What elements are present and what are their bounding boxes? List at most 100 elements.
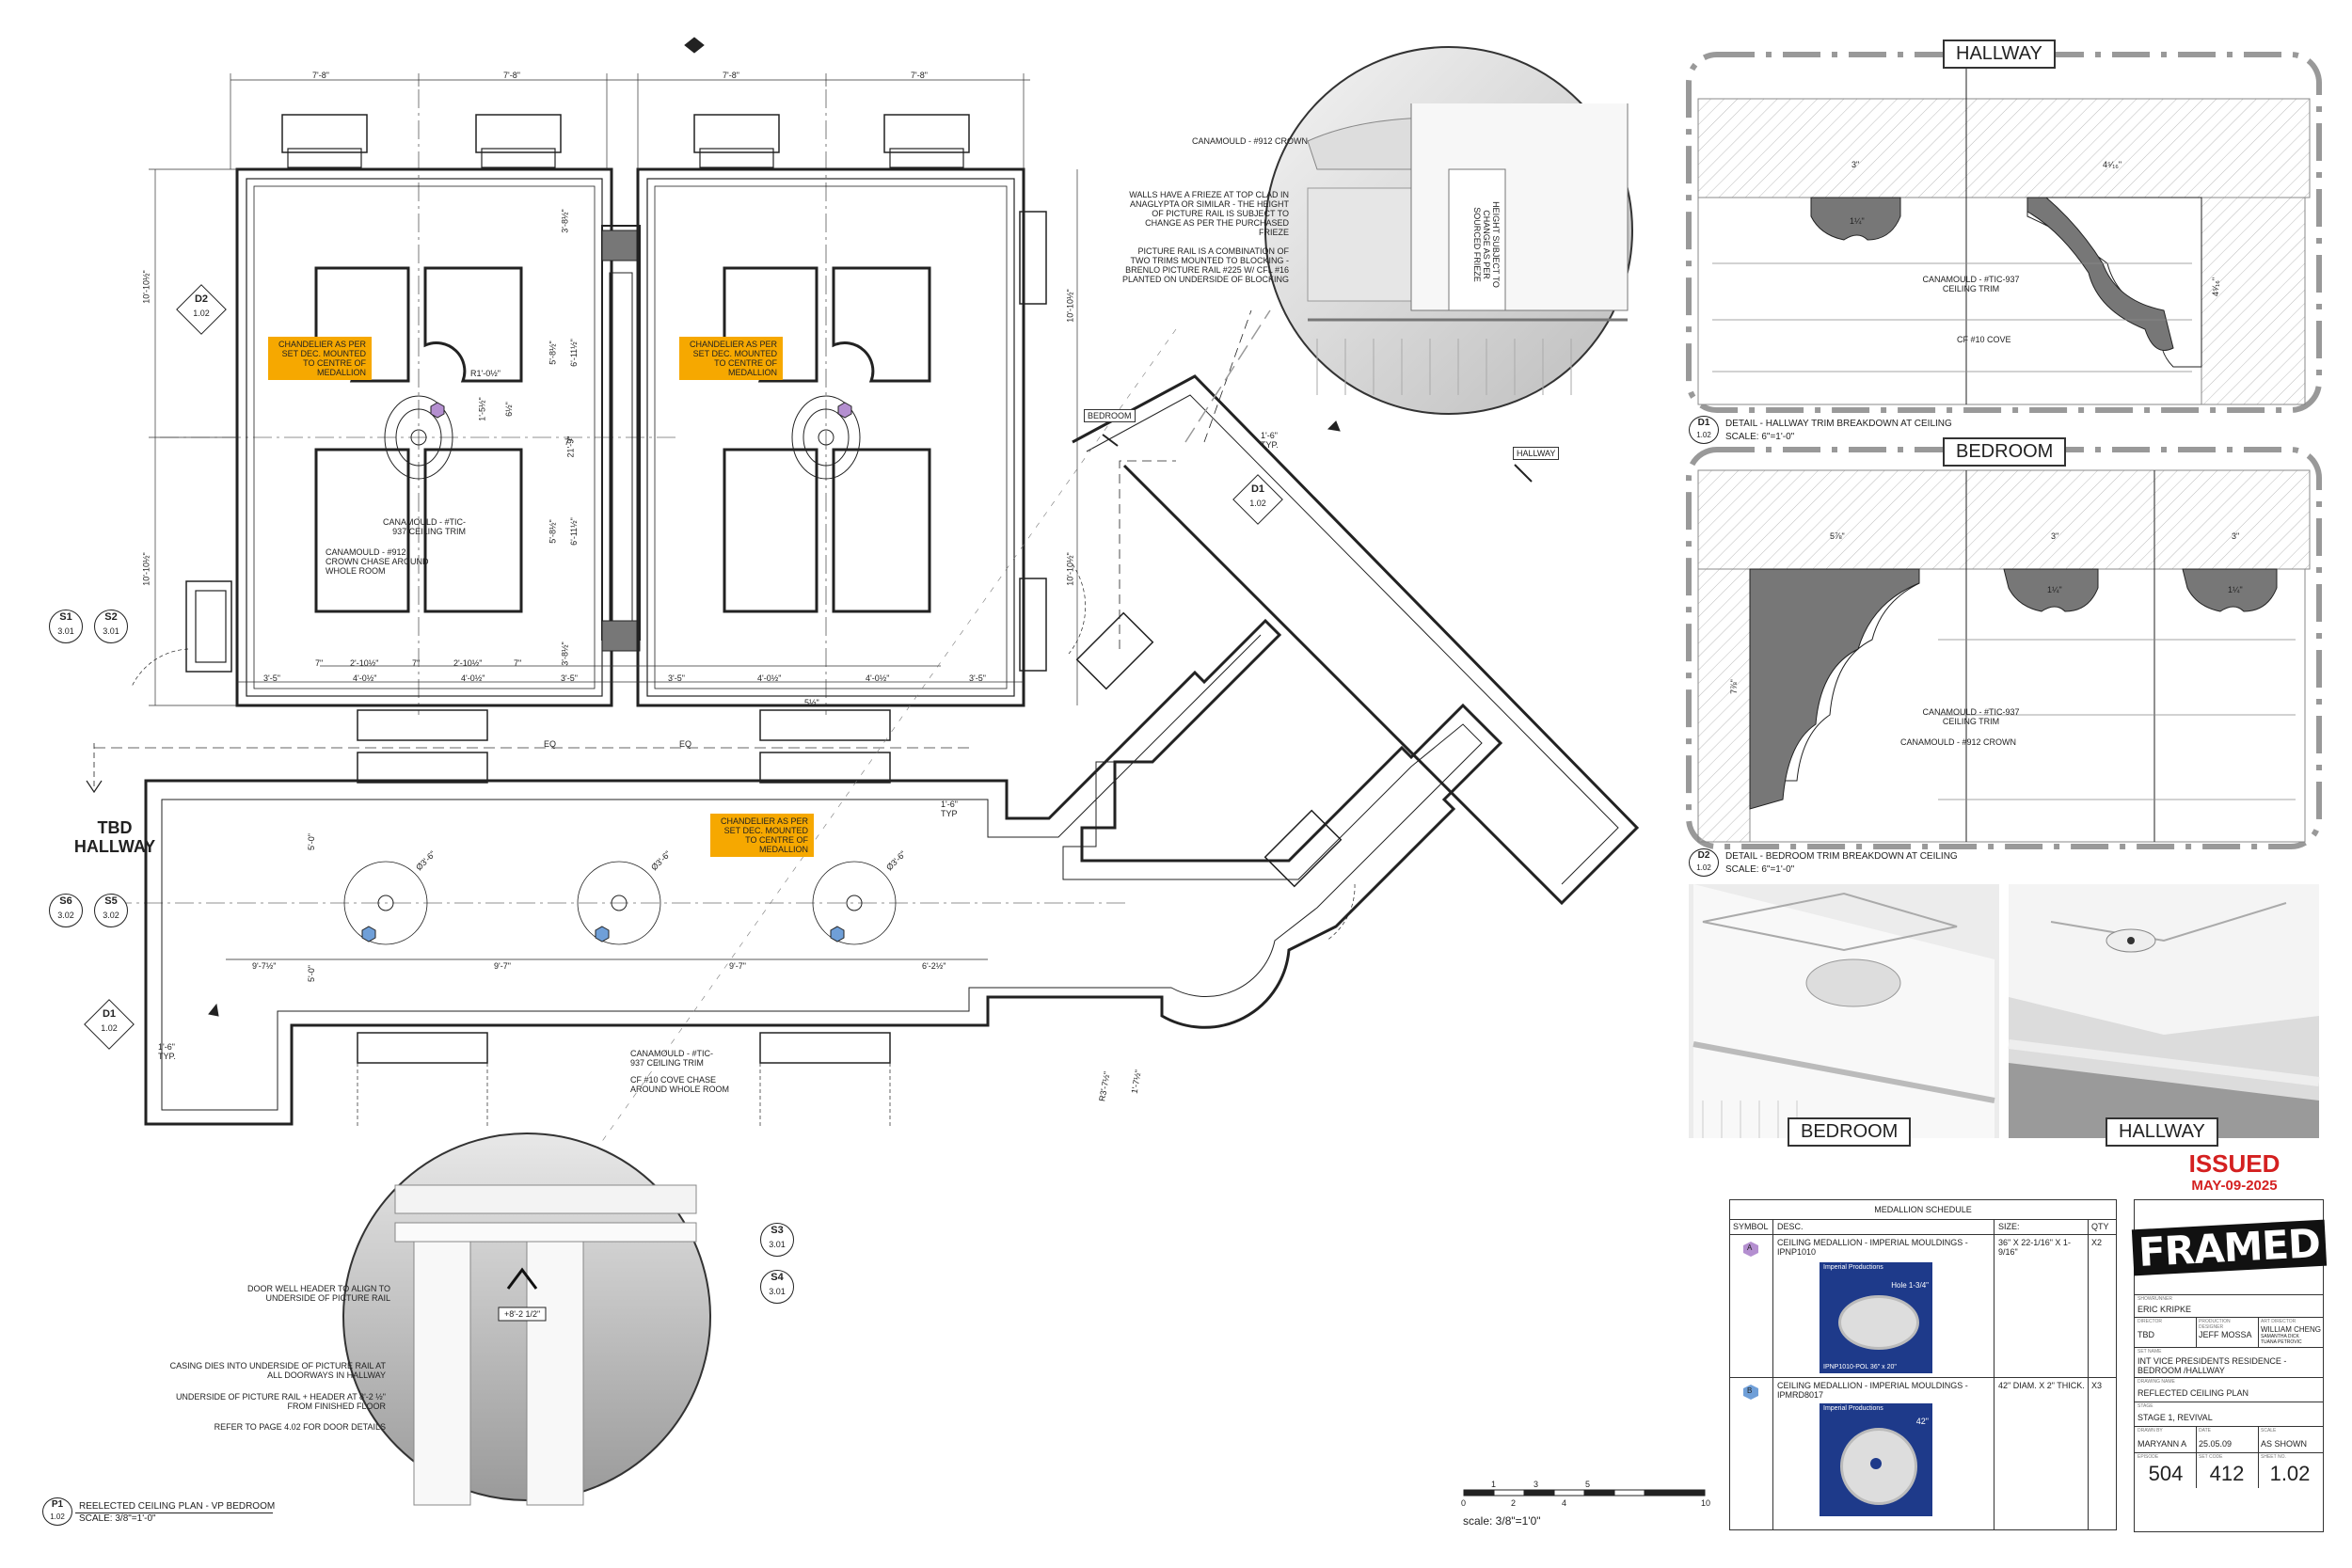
framed-logo-text: FRAMED: [2131, 1219, 2327, 1275]
detail-d1-dim-4: 4⁵⁄₁₆": [2211, 277, 2221, 297]
schedule-col-line-3: [2088, 1219, 2089, 1529]
symbol-b-letter: B: [1747, 1386, 1753, 1395]
hall-dim-1: 9'-7½": [252, 961, 277, 971]
dim-panel-3: 7": [412, 658, 421, 668]
tag-s2-circle[interactable]: [94, 610, 128, 643]
plan-tag-sheet: 1.02: [50, 1513, 65, 1521]
tb-set: INT VICE PRESIDENTS RESIDENCE - BEDROOM …: [2137, 1356, 2287, 1375]
hall-dim-4: 6'-2½": [922, 961, 946, 971]
tag-s3-id: S3: [771, 1225, 784, 1236]
tb-drawn-cap: DRAWN BY: [2137, 1428, 2163, 1433]
dim-top-3: 7'-8": [723, 71, 739, 80]
schedule-header-size: SIZE:: [1998, 1222, 2020, 1231]
dim-v-8: 21'-9": [565, 436, 576, 458]
dim-panel-2: 2'-10½": [350, 658, 379, 668]
tb-episode: 504: [2148, 1462, 2184, 1485]
closet: [601, 225, 641, 652]
tag-s3-sheet: 3.01: [769, 1240, 786, 1249]
detail-d1-trim-note: CANAMOULD - #TIC-937 CEILING TRIM: [1922, 275, 2020, 293]
tb-row-drawing: DRAWING NAME REFLECTED CEILING PLAN: [2135, 1377, 2323, 1402]
detail-d2-tag-circle: [1689, 848, 1719, 877]
tag-d1b-sheet: 1.02: [1249, 499, 1266, 508]
scale-tick-3: 3: [1534, 1480, 1539, 1489]
hallway-plan: [86, 309, 1640, 1196]
misc-dim-2: 1'-6" TYP.: [1261, 431, 1279, 450]
row-b-desc: CEILING MEDALLION - IMPERIAL MOULDINGS -…: [1777, 1381, 1968, 1400]
issued-date: MAY-09-2025: [2191, 1178, 2278, 1194]
detail-d2-tag-sheet: 1.02: [1696, 863, 1711, 872]
dim-bottom-1: 3'-5": [263, 673, 280, 683]
medallion-b-size: 42": [1915, 1417, 1929, 1426]
detail-d1-tag-circle: [1689, 416, 1719, 444]
detail-d1-cove-note: CF #10 COVE: [1957, 335, 2011, 344]
medallion-a-hole: Hole 1-3/4": [1891, 1281, 1929, 1290]
row-a-desc: CEILING MEDALLION - IMPERIAL MOULDINGS -…: [1777, 1238, 1968, 1257]
misc-dim-9: 5½": [804, 698, 819, 707]
tb-director-cap: DIRECTOR: [2137, 1319, 2163, 1324]
dim-panel-4: 2'-10½": [453, 658, 483, 668]
dim-bottom-7: 4'-0½": [866, 673, 890, 683]
scale-tick-2: 2: [1511, 1498, 1517, 1508]
tb-drawn-divider-2: [2258, 1426, 2259, 1452]
schedule-header-symbol: SYMBOL: [1733, 1222, 1769, 1231]
tag-d2-sheet: 1.02: [193, 309, 210, 318]
scale-tick-4: 4: [1562, 1498, 1567, 1508]
plan-tag-id: P1: [51, 1499, 64, 1510]
door-elevation-tag: +8'-2 1/2": [504, 1309, 541, 1319]
detail-d2-drawing: [1686, 447, 2322, 849]
tb-sheet-cap: SHEET NO.: [2261, 1454, 2286, 1460]
tag-s5-circle[interactable]: [94, 894, 128, 927]
dim-left-2: 10'-10½": [141, 552, 151, 586]
door-refer-note: REFER TO PAGE 4.02 FOR DOOR DETAILS: [214, 1422, 386, 1432]
dim-top-2: 7'-8": [503, 71, 520, 80]
scale-tick-5: 5: [1585, 1480, 1591, 1489]
title-block: FRAMED SHOWRUNNER ERIC KRIPKE DIRECTOR T…: [2131, 1199, 2327, 1532]
schedule-col-line-1: [1772, 1219, 1773, 1529]
render-hallway-label: HALLWAY: [2106, 1117, 2218, 1147]
tag-s3-circle[interactable]: [760, 1223, 794, 1257]
door-underside-note: UNDERSIDE OF PICTURE RAIL + HEADER AT 8'…: [175, 1392, 386, 1411]
tb-sheet-divider-2: [2258, 1452, 2259, 1488]
dim-bottom-8: 3'-5": [969, 673, 986, 683]
tag-s6-circle[interactable]: [49, 894, 83, 927]
row-b-qty: X3: [2091, 1381, 2103, 1390]
tb-showrunner: ERIC KRIPKE: [2137, 1305, 2192, 1314]
door-header-note: DOOR WELL HEADER TO ALIGN TO UNDERSIDE O…: [246, 1284, 390, 1303]
dim-panel-1: 7": [315, 658, 324, 668]
dim-v-4: 7": [564, 437, 573, 447]
schedule-header-desc: DESC.: [1777, 1222, 1804, 1231]
detail-d2-tag-id: D2: [1697, 850, 1710, 861]
plan-title: REELECTED CEILING PLAN - VP BEDROOM: [79, 1501, 276, 1512]
detail-d2-room-label: BEDROOM: [1943, 437, 2067, 467]
dim-bottom-6: 4'-0½": [757, 673, 782, 683]
detail-d1-tag-sheet: 1.02: [1696, 431, 1711, 439]
eq-2: EQ: [679, 739, 692, 749]
dim-bottom-2: 4'-0½": [353, 673, 377, 683]
door-casing-note: CASING DIES INTO UNDERSIDE OF PICTURE RA…: [169, 1361, 386, 1380]
tag-s5-id: S5: [104, 895, 118, 907]
symbol-a-icon: [1743, 1242, 1758, 1257]
chandelier-note-1: CHANDELIER AS PER SET DEC. MOUNTED TO CE…: [268, 337, 372, 380]
door-callout: [342, 1132, 711, 1506]
detail-d2-dim-2: 3": [2051, 531, 2059, 541]
tb-prod-designer-cap: PRODUCTION DESIGNER: [2199, 1319, 2231, 1330]
frieze-walls-note: WALLS HAVE A FRIEZE AT TOP CLAD IN ANAGL…: [1129, 190, 1289, 237]
tb-drawing: REFLECTED CEILING PLAN: [2137, 1388, 2249, 1398]
detail-d1-dim-2: 4⁵⁄₁₆": [2103, 160, 2122, 169]
tb-art-director-3: TUANA PETROVIC: [2261, 1339, 2302, 1345]
medallion-symbols: [361, 402, 852, 942]
medallion-b-hole: [1870, 1458, 1882, 1469]
issued-label: ISSUED: [2188, 1149, 2280, 1178]
tag-s1-circle[interactable]: [49, 610, 83, 643]
plan-scale: SCALE: 3/8"=1'-0": [79, 1513, 156, 1524]
hall-side-dim-1: 5'-0": [306, 833, 316, 850]
tag-s4-circle[interactable]: [760, 1270, 794, 1304]
tb-episode-cap: EPISODE: [2137, 1454, 2159, 1460]
tag-s2-sheet: 3.01: [103, 626, 119, 636]
scale-tick-0: 0: [1461, 1498, 1467, 1508]
schedule-row-a: A CEILING MEDALLION - IMPERIAL MOULDINGS…: [1730, 1234, 2116, 1378]
tb-set-code: 412: [2209, 1462, 2245, 1485]
plan-tag-circle: [42, 1497, 72, 1526]
medallion-b-product-image: Imperial Productions 42": [1820, 1403, 1932, 1516]
detail-d1-tag-id: D1: [1697, 418, 1710, 428]
